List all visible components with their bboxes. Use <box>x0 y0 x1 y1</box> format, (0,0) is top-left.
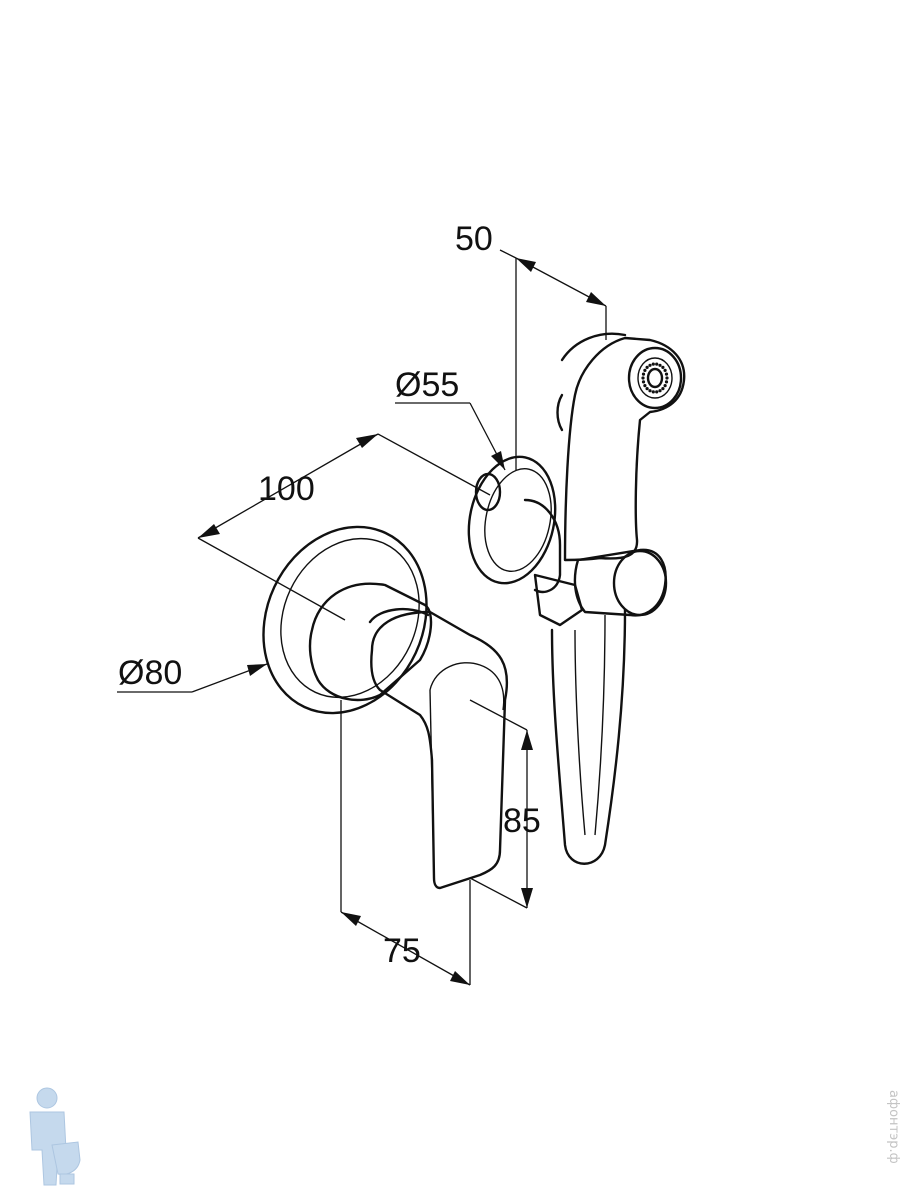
nozzle-hole <box>648 363 652 367</box>
nozzle-hole <box>651 390 655 394</box>
shower-rosette-inner <box>484 468 552 572</box>
mixer-body <box>308 582 433 702</box>
nozzle-hole <box>665 376 669 380</box>
nozzle-hole <box>661 387 665 391</box>
nozzle-hole <box>663 368 667 372</box>
shower-nozzle-center <box>646 367 664 389</box>
dimension-100: 100 <box>197 433 491 621</box>
nozzle-hole <box>643 384 647 388</box>
shower-nozzle-face <box>627 346 683 410</box>
nozzle-hole <box>648 389 652 393</box>
dimension-label-d80: Ø80 <box>118 654 182 692</box>
hose-nut <box>533 573 584 627</box>
shower-assembly <box>467 332 686 865</box>
dimension-85: 85 <box>469 699 541 909</box>
arrowhead <box>247 664 267 676</box>
arrowhead <box>341 912 361 926</box>
dimension-d55: Ø55 <box>395 366 506 471</box>
nozzle-hole <box>655 362 659 366</box>
mixer-assembly <box>262 525 509 890</box>
dimension-label-d55: Ø55 <box>395 366 459 404</box>
shower-nozzle-holes <box>641 362 669 394</box>
dimension-label-50: 50 <box>455 220 493 258</box>
arrowhead <box>198 524 220 538</box>
vertical-watermark-text: афонтэр.ф <box>886 1090 900 1164</box>
dimension-label-85: 85 <box>503 802 541 840</box>
nozzle-hole <box>641 372 646 376</box>
nozzle-hole <box>645 365 649 369</box>
dimension-d80: Ø80 <box>117 654 268 693</box>
dimension-label-100: 100 <box>258 470 315 508</box>
nozzle-hole <box>664 380 669 384</box>
mixer-rosette-inner <box>280 537 420 699</box>
arrowhead <box>521 730 533 750</box>
dimension-75: 75 <box>340 700 471 986</box>
arrowhead <box>356 434 378 448</box>
shower-rosette-outer <box>467 455 557 585</box>
mixer-rosette-outer <box>262 525 428 715</box>
arrowhead <box>521 888 533 908</box>
shower-trigger <box>556 393 564 432</box>
outlet-nut <box>474 472 502 512</box>
nozzle-hole <box>641 376 645 380</box>
nozzle-hole <box>663 384 667 388</box>
nozzle-hole <box>651 362 655 366</box>
shower-holder <box>573 548 667 617</box>
outlet-elbow <box>523 498 562 594</box>
shower-head-body <box>563 336 686 562</box>
nozzle-hole <box>658 389 662 393</box>
nozzle-hole <box>645 387 649 391</box>
nozzle-hole <box>655 390 659 394</box>
arrowhead <box>516 258 536 272</box>
nozzle-hole <box>658 363 662 367</box>
shower-head-top <box>560 332 627 362</box>
dimension-label-75: 75 <box>383 932 421 970</box>
mixer-handle-edge <box>429 689 435 876</box>
nozzle-hole <box>661 365 665 369</box>
holder-knob <box>612 549 668 617</box>
nozzle-hole <box>664 372 669 376</box>
arrowhead <box>586 292 606 306</box>
dimension-50: 50 <box>455 220 607 470</box>
arrowhead <box>491 451 505 470</box>
shower-nozzle-ring <box>637 357 673 399</box>
shower-hose <box>550 608 627 865</box>
nozzle-hole <box>643 368 647 372</box>
plumber-with-toilet-logo <box>29 1087 81 1186</box>
shower-hose-inner <box>574 614 606 836</box>
mixer-handle <box>370 610 509 890</box>
nozzle-hole <box>641 380 646 384</box>
mixer-handle-face <box>429 662 505 711</box>
arrowhead <box>450 971 470 985</box>
